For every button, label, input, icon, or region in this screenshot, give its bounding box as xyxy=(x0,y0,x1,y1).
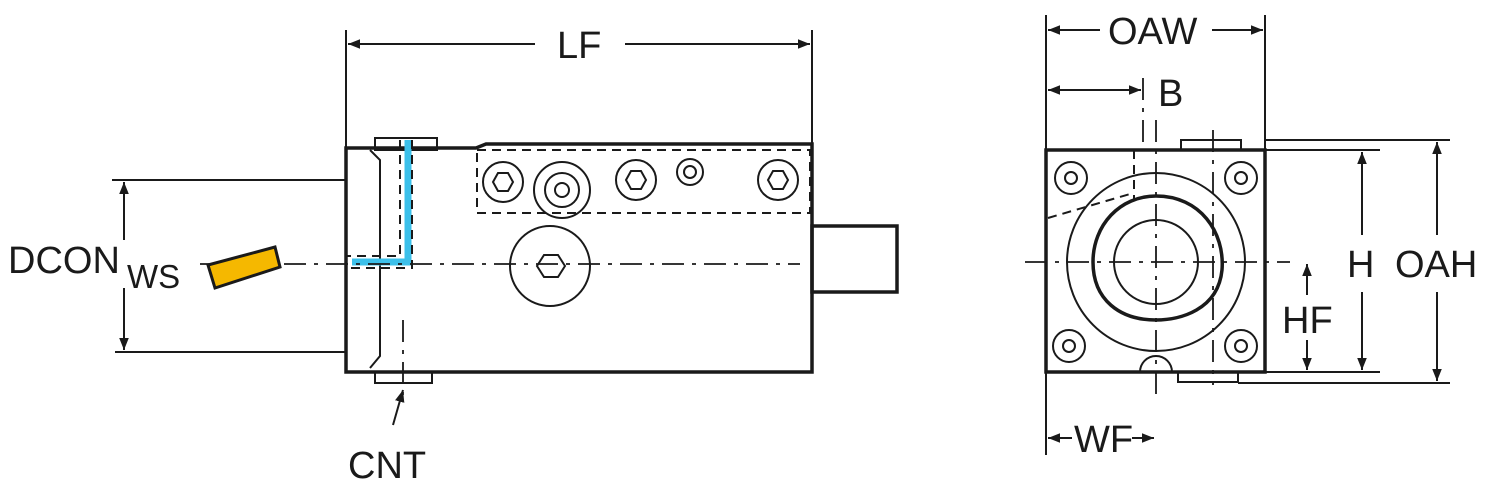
label-oaw: OAW xyxy=(1108,11,1197,53)
side-view xyxy=(112,30,899,426)
shank xyxy=(810,224,899,294)
front-view xyxy=(1025,15,1450,455)
label-hf: HF xyxy=(1282,300,1333,342)
corner-screws xyxy=(1052,161,1258,363)
label-lf: LF xyxy=(557,25,601,67)
screw-pocket xyxy=(476,149,811,214)
trilobe-shank xyxy=(1091,194,1224,322)
insert xyxy=(206,245,282,290)
label-oah: OAH xyxy=(1395,244,1477,286)
adjust-screw xyxy=(509,225,591,307)
label-b: B xyxy=(1158,73,1183,115)
screw-heads xyxy=(482,158,799,219)
label-wf: WF xyxy=(1074,419,1133,461)
label-cnt: CNT xyxy=(348,445,426,487)
body xyxy=(344,142,814,374)
label-h: H xyxy=(1347,244,1374,286)
label-ws: WS xyxy=(127,258,180,295)
coolant-channel xyxy=(352,140,412,266)
label-dcon: DCON xyxy=(8,240,120,282)
